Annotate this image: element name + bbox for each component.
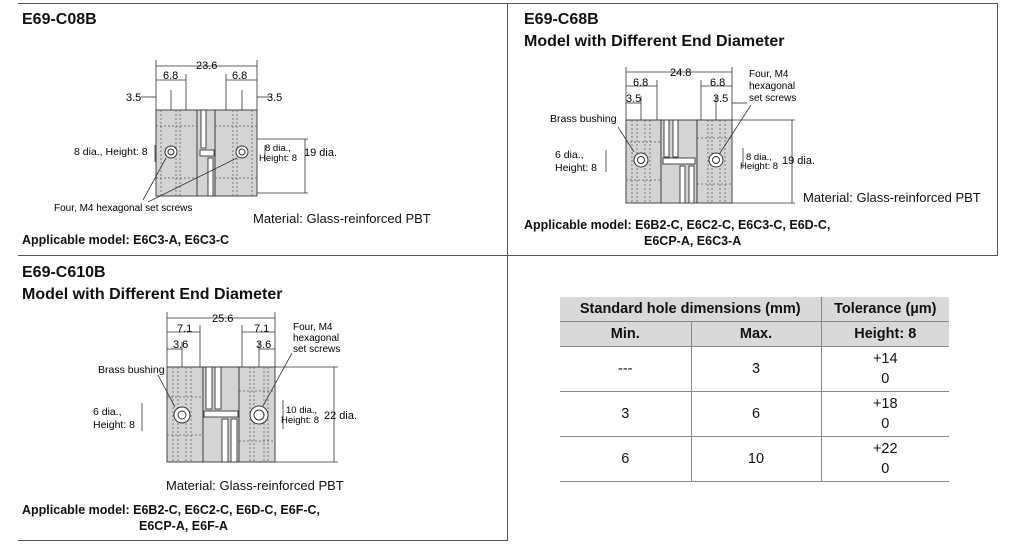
- c610b-subtitle: Model with Different End Diameter: [22, 286, 283, 303]
- c610b-dim-left: 7.1: [177, 323, 192, 335]
- c68b-hole-right-1: 8 dia.,: [746, 152, 772, 163]
- c68b-applicable: Applicable model: E6B2-C, E6C2-C, E6C3-C…: [524, 217, 830, 249]
- c08b-dim-right: 6.8: [232, 70, 247, 82]
- c08b-app-label: Applicable model:: [22, 233, 130, 247]
- c610b-app-values-1: E6B2-C, E6C2-C, E6D-C, E6F-C,: [133, 503, 320, 517]
- c08b-hole-right-2: Height: 8: [259, 153, 297, 164]
- frame-bottom-left: [18, 540, 507, 541]
- c68b-dim-total: 24.8: [670, 67, 691, 79]
- c08b-dim-left-small: 3.5: [126, 92, 141, 104]
- c610b-dim-total: 25.6: [212, 313, 233, 325]
- tol-lower: 0: [881, 461, 890, 477]
- c610b-screws-3: set screws: [293, 344, 340, 355]
- c68b-hole-left-1: 6 dia.,: [555, 149, 584, 161]
- c610b-hole-right-2: Height: 8: [281, 415, 319, 426]
- c68b-dim-left: 6.8: [633, 77, 648, 89]
- c68b-outer: 19 dia.: [782, 155, 815, 167]
- c08b-screws: Four, M4 hexagonal set screws: [54, 203, 192, 214]
- c610b-outer: 22 dia.: [324, 410, 357, 422]
- c68b-hole-left-2: Height: 8: [555, 162, 597, 174]
- c610b-hole-left-1: 6 dia.,: [93, 406, 122, 418]
- c68b-app-label: Applicable model:: [524, 218, 632, 232]
- c610b-dim-left-small: 3.6: [173, 339, 188, 351]
- c610b-hole-right-1: 10 dia.,: [286, 405, 317, 416]
- table-subheader-row: Min. Max. Height: 8: [560, 321, 949, 347]
- c68b-screws-3: set screws: [749, 93, 796, 104]
- c68b-dim-right-small: 3.5: [713, 93, 728, 105]
- c68b-dim-right: 6.8: [710, 77, 725, 89]
- c610b-app-label: Applicable model:: [22, 503, 130, 517]
- c68b-dim-left-small: 3.5: [626, 93, 641, 105]
- c08b-material: Material: Glass-reinforced PBT: [253, 211, 431, 226]
- header-height: Height: 8: [821, 321, 949, 347]
- frame-middle: [18, 255, 998, 256]
- c68b-hole-right-2: Height: 8: [740, 161, 778, 172]
- header-max: Max.: [691, 321, 822, 347]
- c68b-drawing: 24.8 6.8 6.8 3.5 3.5 Four, M4 hexagonal …: [550, 67, 815, 204]
- cell-min: 3: [560, 391, 692, 437]
- c68b-bushing: Brass bushing: [550, 113, 617, 125]
- c08b-dim-right-small: 3.5: [267, 92, 282, 104]
- c610b-app-values-2: E6CP-A, E6F-A: [139, 519, 228, 533]
- table-header-row: Standard hole dimensions (mm) Tolerance …: [560, 297, 949, 322]
- frame-divider: [507, 3, 508, 541]
- header-standard-hole: Standard hole dimensions (mm): [560, 297, 822, 322]
- c610b-screws-2: hexagonal: [293, 333, 339, 344]
- c68b-material: Material: Glass-reinforced PBT: [803, 190, 981, 205]
- header-min: Min.: [560, 321, 692, 347]
- c610b-material: Material: Glass-reinforced PBT: [166, 478, 344, 493]
- c610b-dim-right: 7.1: [254, 323, 269, 335]
- c08b-outer: 19 dia.: [304, 147, 337, 159]
- c610b-drawing: 25.6 7.1 7.1 3.6 3.6 Four, M4 hexagonal …: [93, 312, 357, 463]
- c08b-drawing: 23.6 6.8 6.8 3.5 3.5 8 dia., Height: 8 8…: [54, 60, 337, 214]
- frame-right: [997, 3, 998, 256]
- c68b-app-values-2: E6CP-A, E6C3-A: [644, 234, 742, 248]
- header-tolerance: Tolerance (µm): [821, 297, 949, 322]
- c68b-screws-1: Four, M4: [749, 69, 789, 80]
- tol-upper: +22: [872, 441, 898, 457]
- c08b-dim-left: 6.8: [163, 70, 178, 82]
- c68b-subtitle: Model with Different End Diameter: [524, 33, 785, 50]
- c610b-hole-left-2: Height: 8: [93, 419, 135, 431]
- tolerance-table: Standard hole dimensions (mm) Tolerance …: [560, 297, 949, 482]
- c08b-title: E69-C08B: [22, 11, 97, 28]
- c68b-title: E69-C68B: [524, 11, 599, 28]
- cell-max: 3: [691, 346, 822, 392]
- tol-upper: +18: [872, 396, 898, 412]
- c08b-hole-right-1: 8 dia.,: [265, 143, 291, 154]
- tol-lower: 0: [881, 371, 890, 387]
- tol-upper: +14: [872, 351, 898, 367]
- tol-lower: 0: [881, 416, 890, 432]
- frame-top: [18, 3, 998, 4]
- c08b-applicable: Applicable model: E6C3-A, E6C3-C: [22, 232, 229, 248]
- c68b-app-values-1: E6B2-C, E6C2-C, E6C3-C, E6D-C,: [635, 218, 831, 232]
- c08b-hole-left: 8 dia., Height: 8: [74, 146, 148, 158]
- c610b-title: E69-C610B: [22, 264, 106, 281]
- c08b-app-values: E6C3-A, E6C3-C: [133, 233, 230, 247]
- c610b-screws-1: Four, M4: [293, 322, 333, 333]
- c610b-applicable: Applicable model: E6B2-C, E6C2-C, E6D-C,…: [22, 502, 320, 534]
- cell-min: ---: [560, 346, 692, 392]
- cell-max: 10: [691, 436, 822, 482]
- cell-min: 6: [560, 436, 692, 482]
- c610b-bushing: Brass bushing: [98, 364, 165, 376]
- c08b-dim-total: 23.6: [196, 60, 217, 72]
- cell-max: 6: [691, 391, 822, 437]
- c68b-screws-2: hexagonal: [749, 81, 795, 92]
- c610b-dim-right-small: 3.6: [256, 339, 271, 351]
